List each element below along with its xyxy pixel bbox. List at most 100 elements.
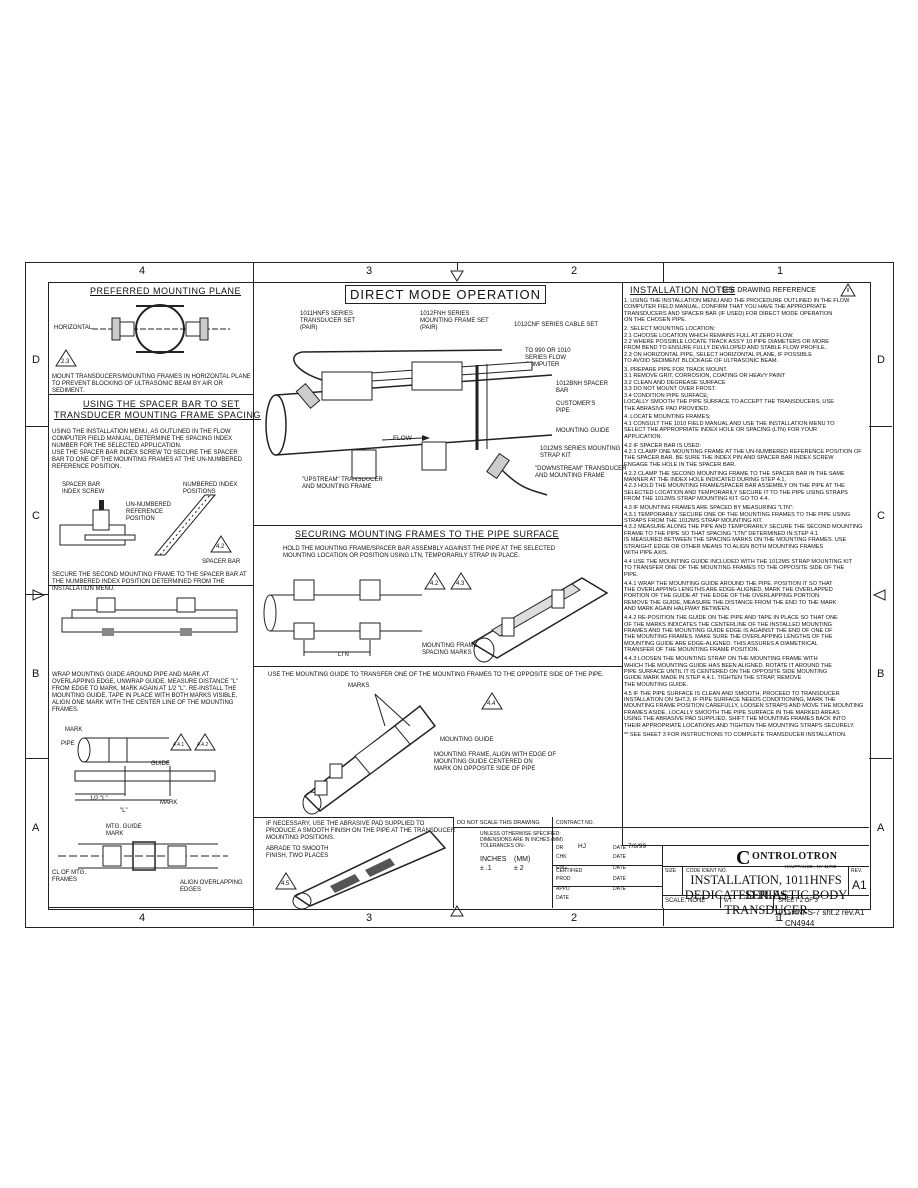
zone-col-2-top: 2 (571, 265, 578, 277)
code-ident-label: CODE IDENT NO. (686, 868, 728, 874)
zone-row-c-left: C (32, 510, 40, 522)
note-item: 1. USING THE INSTALLATION MENU AND THE P… (624, 298, 850, 324)
reference-number: 4.5 (281, 881, 290, 887)
tb-line (552, 886, 662, 887)
label-downstream: "DOWNSTREAM" TRANSDUCER AND MOUNTING FRA… (535, 466, 627, 479)
date-label: DATE (613, 886, 626, 892)
inches-label: INCHES (480, 856, 507, 863)
zone-row-a-left: A (32, 822, 40, 834)
note-item: 4.4.3 LOOSEN THE MOUNTING STRAP ON THE M… (624, 656, 833, 688)
rev-label: REV. (851, 868, 863, 874)
unless-specified: UNLESS OTHERWISE SPECIFIED: DIMENSIONS A… (480, 831, 563, 849)
label-pipe: PIPE (61, 741, 75, 747)
divider (253, 817, 453, 818)
reference-number: 4.2 (430, 581, 439, 587)
tb-line (552, 865, 662, 866)
label-mark-2: MARK (160, 800, 178, 806)
zone-row-d-right: D (877, 354, 885, 366)
divider (48, 907, 253, 908)
label-marks: MARKS (348, 683, 370, 689)
tb-line (662, 866, 869, 867)
dim-half-l: 1/2 "L" (90, 796, 108, 802)
zone-row-b-right: B (877, 668, 885, 680)
centering-arrow-right (872, 589, 886, 601)
divider (253, 525, 622, 526)
zone-tick (663, 908, 664, 926)
prod-label: PROD (556, 876, 571, 882)
spacer-bar-second: SECURE THE SECOND MOUNTING FRAME TO THE … (52, 572, 247, 592)
installation-notes-list: 1. USING THE INSTALLATION MENU AND THE P… (624, 298, 864, 741)
label-mark: MARK (65, 727, 83, 733)
tolerance-inches: ± .1 (480, 865, 492, 872)
company-address: HAUPPAUGE , NY 11788 (785, 864, 837, 869)
tb-line (453, 817, 454, 908)
tb-line (848, 866, 849, 895)
chk-label: CHK (556, 854, 567, 860)
label-customers-pipe: CUSTOMER'S PIPE (556, 401, 596, 414)
date-value: 7/6/99 (628, 843, 647, 850)
tolerance-mm: ± 2 (514, 865, 524, 872)
securing-text: HOLD THE MOUNTING FRAME/SPACER BAR ASSEM… (283, 546, 556, 559)
reference-triangle-icon (424, 572, 446, 590)
note-item: 4.2 IF SPACER BAR IS USED: 4.2.1 CLAMP O… (624, 442, 862, 468)
dr-value: HJ (578, 843, 586, 850)
zone-row-c-right: C (877, 510, 885, 522)
date-label: DATE (613, 854, 626, 860)
direct-mode-diagram (265, 349, 553, 496)
file-reference: 1011HNFS-7 sht.2 rev.A1 (774, 908, 865, 917)
label-cable-set: 1012CNF SERIES CABLE SET (514, 322, 599, 328)
zone-col-4-top: 4 (139, 265, 146, 277)
label-mounting-guide: MOUNTING GUIDE (556, 428, 610, 434)
securing-diagram (263, 577, 609, 663)
divider (622, 282, 623, 845)
centering-arrow-left (32, 589, 46, 601)
label-mtg-guide-mark: MTG. GUIDE MARK (106, 824, 142, 837)
guide-strip-diagram (74, 766, 216, 801)
centering-arrow-bottom (450, 905, 464, 917)
certified-label: CERTIFIED (556, 868, 583, 874)
size-label: SIZE (665, 868, 677, 874)
dr-label: DR (556, 845, 564, 851)
spacer-bar-intro: USING THE INSTALLATION MENU, AS OUTLINED… (52, 429, 243, 470)
tb-line (682, 866, 683, 895)
zone-col-1-bottom: 1 (777, 912, 784, 924)
reference-triangle-icon (481, 692, 503, 710)
note-item: 4.5 IF THE PIPE SURFACE IS CLEAN AND SMO… (624, 690, 864, 729)
revision-mark: 1 (775, 916, 779, 923)
securing-title: SECURING MOUNTING FRAMES TO THE PIPE SUR… (295, 529, 560, 539)
change-notice: CN4944 (785, 919, 815, 928)
transfer-diagram (302, 693, 437, 815)
tb-line (662, 845, 663, 908)
zone-col-3-top: 3 (366, 265, 373, 277)
abrasive-diagram (292, 830, 447, 910)
date-label: DATE (613, 865, 626, 871)
eng-label: ENG (556, 865, 567, 871)
reference-number: 4.4 (487, 701, 496, 707)
label-transducer-set: 1011HNFS SERIES TRANSDUCER SET (PAIR) (300, 311, 356, 331)
zone-col-2-bottom: 2 (571, 912, 578, 924)
spacer-bar-assembly-diagram (61, 597, 238, 636)
label-index-screw: SPACER BAR INDEX SCREW (62, 482, 105, 495)
reference-triangle-icon (210, 535, 232, 553)
appd-label: APPD (556, 886, 570, 892)
tb-line (453, 827, 869, 828)
label-guide: GUIDE (151, 761, 171, 767)
zone-row-a-right: A (877, 822, 885, 834)
reference-triangle-icon (450, 572, 472, 590)
reference-number: 4.3 (456, 581, 465, 587)
dim-l: "L" (120, 808, 128, 814)
reference-number: 2.3 (61, 359, 70, 365)
zone-row-d-left: D (32, 354, 40, 366)
wt-label: WT. (724, 898, 733, 904)
label-align-edges: ALIGN OVERLAPPING EDGES (180, 880, 243, 893)
wrap-guide-text: WRAP MOUNTING GUIDE AROUND PIPE AND MARK… (52, 672, 239, 713)
drawing-border (25, 262, 894, 928)
reference-triangle-icon (194, 733, 216, 751)
note-item: 2. SELECT MOUNTING LOCATION: 2.1 CHOOSE … (624, 326, 829, 365)
label-ltn: LTN (338, 652, 349, 658)
logo-c: C (736, 847, 751, 869)
note-item: 4.4 USE THE MOUNTING GUIDE INCLUDED WITH… (624, 558, 853, 578)
reference-number: 4.4.1 (173, 742, 185, 748)
zone-tick (869, 426, 892, 427)
zone-row-b-left: B (32, 668, 40, 680)
